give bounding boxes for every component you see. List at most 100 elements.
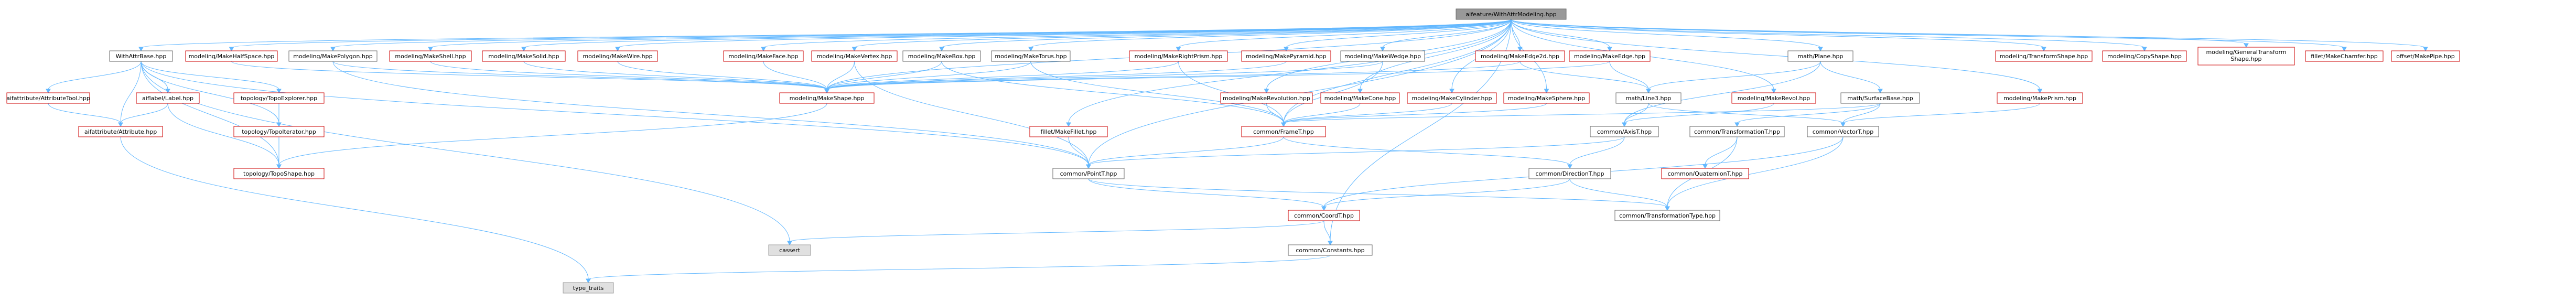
edge-line: [1088, 136, 1625, 166]
graph-node-mrv[interactable]: modeling/MakeRevolution.hpp: [1220, 92, 1313, 104]
node-label: modeling/MakeRevolution.hpp: [1223, 95, 1310, 102]
edge-line: [1266, 103, 1284, 124]
graph-node-mfa[interactable]: modeling/MakeFace.hpp: [723, 50, 804, 62]
edge-line: [120, 136, 589, 280]
graph-node-mhs[interactable]: modeling/MakeHalfSpace.hpp: [185, 50, 278, 62]
graph-node-mpl[interactable]: math/Plane.hpp: [1787, 50, 1853, 62]
edge-arrowhead: [1771, 89, 1776, 94]
graph-node-tti[interactable]: topology/TopoIterator.hpp: [233, 126, 325, 137]
node-label: modeling/MakeCylinder.hpp: [1412, 95, 1492, 102]
node-box: [1052, 168, 1125, 179]
node-box: [577, 50, 658, 62]
graph-node-mrp[interactable]: modeling/MakeRightPrism.hpp: [1129, 50, 1228, 62]
edge-arrowhead: [330, 47, 336, 52]
graph-edge-ml3-cve: [1648, 103, 1846, 127]
graph-node-mpy[interactable]: modeling/MakePyramid.hpp: [1241, 50, 1331, 62]
node-label: common/PointT.hpp: [1060, 170, 1117, 177]
edge-line: [231, 61, 827, 90]
edge-arrowhead: [1028, 47, 1033, 52]
graph-node-mso[interactable]: modeling/MakeSolid.hpp: [482, 50, 566, 62]
node-label: fillet/MakeFillet.hpp: [1040, 128, 1096, 135]
node-label: type_traits: [573, 285, 604, 292]
graph-node-cdi[interactable]: common/DirectionT.hpp: [1528, 168, 1611, 179]
edge-arrowhead: [1264, 89, 1269, 94]
graph-node-fmc[interactable]: fillet/MakeChamfer.hpp: [2305, 50, 2384, 62]
node-label: common/VectorT.hpp: [1813, 128, 1874, 135]
graph-node-cax[interactable]: common/AxisT.hpp: [1590, 126, 1659, 137]
node-label: common/TransformationT.hpp: [1694, 128, 1780, 135]
graph-node-msb[interactable]: math/SurfaceBase.hpp: [1840, 92, 1920, 104]
graph-node-omp[interactable]: offset/MakePipe.hpp: [2391, 50, 2460, 62]
graph-node-msp[interactable]: modeling/MakeSphere.hpp: [1503, 92, 1590, 104]
graph-node-tte[interactable]: topology/TopoExplorer.hpp: [233, 92, 325, 104]
graph-node-mve[interactable]: modeling/MakeVertex.hpp: [811, 50, 898, 62]
edge-line: [1030, 61, 1284, 124]
graph-node-mpr[interactable]: modeling/MakePrism.hpp: [1997, 92, 2083, 104]
edge-line: [617, 19, 1512, 48]
edge-line: [1511, 19, 2247, 45]
node-label: WithAttrBase.hpp: [116, 53, 167, 60]
edge-line: [1030, 19, 1512, 48]
edge-arrowhead: [1622, 122, 1627, 127]
graph-node-mto[interactable]: modeling/MakeTorus.hpp: [991, 50, 1071, 62]
edge-arrowhead: [1176, 47, 1181, 52]
edge-arrowhead: [1321, 206, 1327, 211]
node-label: Shape.hpp: [2231, 56, 2262, 62]
edge-line: [1088, 178, 1324, 208]
node-label: modeling/MakeCone.hpp: [1324, 95, 1396, 102]
edge-arrowhead: [521, 47, 526, 52]
edge-line: [278, 103, 827, 166]
edge-line: [941, 61, 1284, 124]
edge-line: [231, 19, 1512, 48]
graph-node-ccd[interactable]: common/CoordT.hpp: [1288, 210, 1360, 221]
graph-edge-alb-aab: [118, 103, 168, 127]
graph-node-ctr[interactable]: common/TransformationT.hpp: [1689, 126, 1785, 137]
graph-node-tts[interactable]: topology/TopoShape.hpp: [233, 168, 325, 179]
edge-line: [1569, 178, 1668, 208]
graph-node-wab[interactable]: WithAttrBase.hpp: [109, 50, 173, 62]
edge-arrowhead: [276, 164, 282, 169]
node-box: [78, 126, 163, 137]
graph-node-mre[interactable]: modeling/MakeRevol.hpp: [1731, 92, 1816, 104]
node-box: [991, 50, 1071, 62]
edge-line: [141, 61, 279, 90]
graph-node-cco[interactable]: common/Constants.hpp: [1288, 244, 1373, 256]
graph-node-cfr[interactable]: common/FrameT.hpp: [1241, 126, 1326, 137]
graph-node-mco[interactable]: modeling/MakeCone.hpp: [1320, 92, 1400, 104]
graph-node-ml3[interactable]: math/Line3.hpp: [1615, 92, 1682, 104]
graph-node-cqu[interactable]: common/QuaternionT.hpp: [1661, 168, 1749, 179]
graph-node-mwe[interactable]: modeling/MakeWedge.hpp: [1340, 50, 1425, 62]
node-box: [723, 50, 804, 62]
graph-node-mcs[interactable]: modeling/CopyShape.hpp: [2102, 50, 2187, 62]
graph-node-cve[interactable]: common/VectorT.hpp: [1807, 126, 1879, 137]
graph-node-mts[interactable]: modeling/TransformShape.hpp: [1995, 50, 2093, 62]
node-box: [136, 92, 200, 104]
edge-line: [430, 61, 827, 90]
graph-node-me2[interactable]: modeling/MakeEdge2d.hpp: [1475, 50, 1565, 62]
graph-edge-me2-mms: [824, 61, 1521, 94]
graph-node-msh[interactable]: modeling/MakeShell.hpp: [389, 50, 472, 62]
graph-node-aat[interactable]: aifattribute/AttributeTool.hpp: [6, 92, 90, 104]
graph-node-ffl[interactable]: fillet/MakeFillet.hpp: [1029, 126, 1108, 137]
graph-node-mcy[interactable]: modeling/MakeCylinder.hpp: [1407, 92, 1497, 104]
graph-node-mwi[interactable]: modeling/MakeWire.hpp: [577, 50, 658, 62]
graph-edge-mfa-mms: [763, 61, 829, 94]
edge-arrowhead: [615, 47, 620, 52]
graph-node-aab[interactable]: aifattribute/Attribute.hpp: [78, 126, 163, 137]
graph-node-root: aifeature/WithAttrModeling.hpp: [1456, 8, 1567, 20]
graph-node-cpt[interactable]: common/PointT.hpp: [1052, 168, 1125, 179]
node-box: [563, 282, 614, 294]
edge-arrowhead: [1284, 47, 1289, 52]
edge-line: [826, 61, 1521, 90]
graph-node-mms[interactable]: modeling/MakeShape.hpp: [779, 92, 875, 104]
graph-node-alb[interactable]: aiflabel/Label.hpp: [136, 92, 200, 104]
graph-edge-msb-ctr: [1734, 103, 1881, 127]
graph-node-med[interactable]: modeling/MakeEdge.hpp: [1569, 50, 1651, 62]
graph-node-ctt[interactable]: common/TransformationType.hpp: [1614, 210, 1720, 221]
graph-edge-aab-tyt: [120, 136, 591, 284]
graph-node-mbx[interactable]: modeling/MakeBox.hpp: [902, 50, 981, 62]
node-label: modeling/MakeRevol.hpp: [1738, 95, 1810, 102]
node-box: [1731, 92, 1816, 104]
graph-node-mpg[interactable]: modeling/MakePolygon.hpp: [288, 50, 378, 62]
